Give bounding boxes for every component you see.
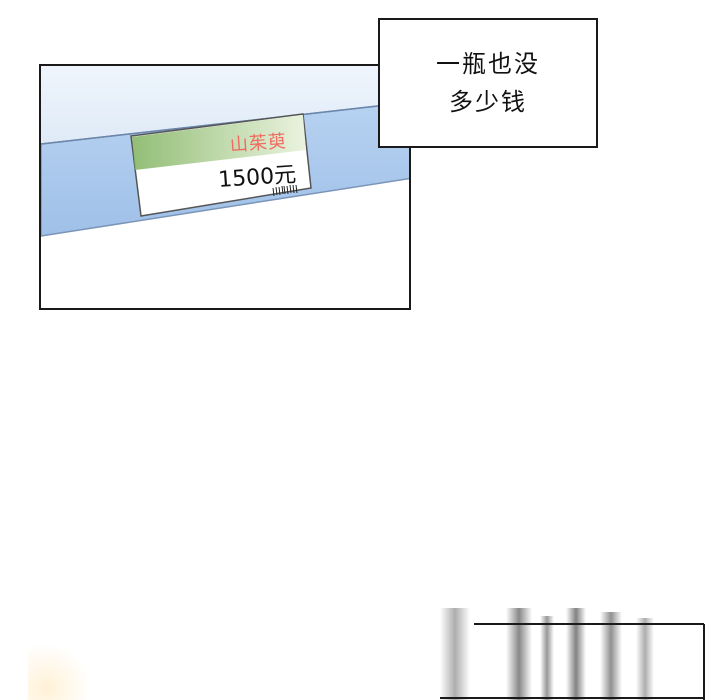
product-price: 1500元	[217, 162, 297, 193]
price-tag-panel: 山茱萸 1500元	[39, 64, 411, 310]
shelf-illustration	[41, 66, 409, 237]
product-name: 山茱萸	[229, 131, 288, 156]
corner-glow-decoration	[28, 640, 88, 700]
blurred-stripes-illustration	[440, 608, 705, 700]
next-panel-partial	[440, 608, 708, 700]
caption-line-2: 多少钱	[449, 88, 527, 116]
caption-box: 一瓶也没 多少钱	[378, 18, 598, 148]
caption-line-1: 一瓶也没	[436, 50, 540, 78]
